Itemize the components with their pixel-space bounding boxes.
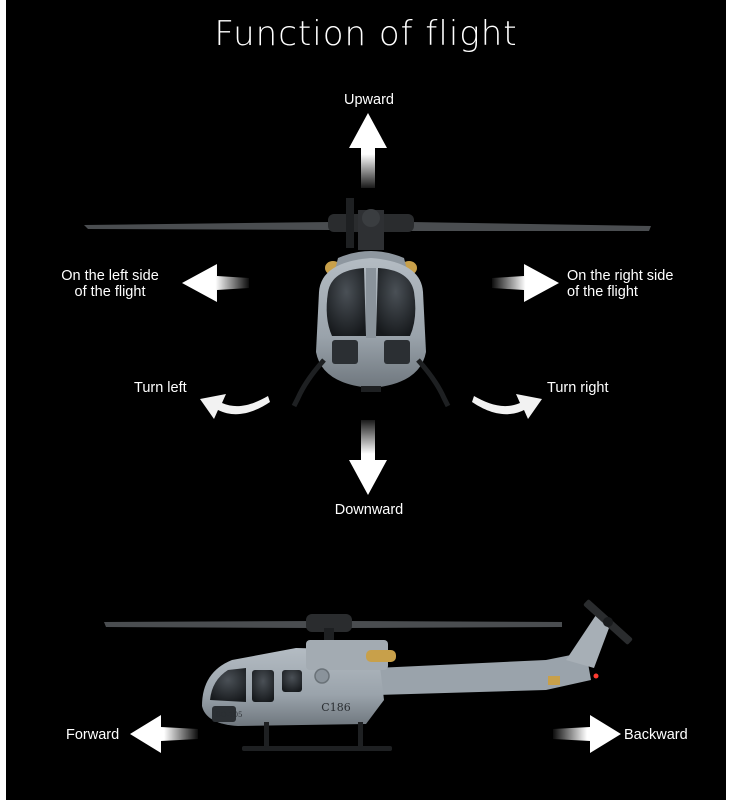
upward-label: Upward (344, 92, 394, 108)
right-side-label-line2: of the flight (567, 284, 638, 300)
turn-left-label: Turn left (134, 380, 187, 396)
left-side-label-line1: On the left side (61, 268, 159, 284)
turn-left-arrow-icon (200, 394, 270, 419)
right-side-arrow-icon (492, 264, 559, 302)
helicopter-side-view (104, 599, 633, 751)
page-title: Function of flight (214, 14, 518, 54)
right-side-label: On the right side of the flight (567, 268, 673, 300)
upward-arrow-icon (349, 113, 387, 188)
tail-number-marking: BO-105 (216, 711, 243, 719)
left-side-arrow-icon (182, 264, 249, 302)
model-marking: C186 (321, 701, 350, 714)
flight-functions-panel: Function of flight (6, 0, 726, 800)
turn-right-label: Turn right (547, 380, 609, 396)
backward-label: Backward (624, 727, 688, 743)
helicopter-front-view (84, 198, 651, 408)
left-side-label-line2: of the flight (74, 284, 146, 300)
backward-arrow-icon (553, 715, 621, 753)
downward-label: Downward (334, 502, 404, 518)
forward-arrow-icon (130, 715, 198, 753)
right-side-label-line1: On the right side (567, 268, 674, 284)
left-side-label: On the left side of the flight (61, 268, 159, 300)
flight-diagram-art: C186 BO-105 (84, 113, 651, 753)
forward-label: Forward (66, 727, 120, 743)
turn-right-arrow-icon (472, 394, 542, 419)
downward-arrow-icon (349, 420, 387, 495)
